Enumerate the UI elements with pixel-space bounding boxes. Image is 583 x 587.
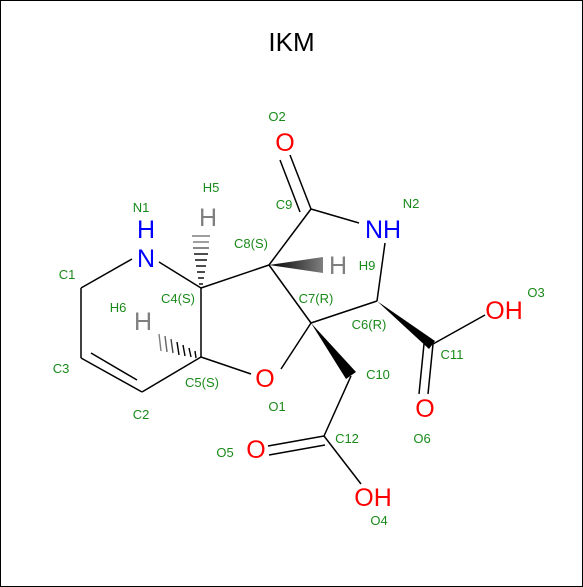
wedge-c7-c10: [311, 323, 356, 379]
label-o3: O3: [527, 285, 544, 300]
label-o1: O1: [268, 399, 285, 414]
atom-o5: O: [246, 436, 265, 464]
wedge-c6-c11: [377, 301, 435, 349]
bond-c9-o2: [289, 154, 312, 210]
bond-c9-n2: [310, 208, 360, 224]
label-n1: N1: [133, 200, 150, 215]
bond-c11-o6: [427, 343, 434, 395]
label-n2: N2: [403, 196, 420, 211]
label-h6: H6: [110, 300, 127, 315]
atom-o6: O: [415, 395, 434, 423]
bond-c12-oh4: [323, 435, 362, 485]
atom-h5: H: [199, 204, 217, 232]
label-c11: C11: [441, 347, 464, 362]
label-c3: C3: [53, 361, 70, 376]
atom-nh2: NH: [365, 216, 401, 244]
bond-c4-c8: [200, 264, 270, 289]
atom-oh4: OH: [354, 484, 392, 512]
diagram-title: IKM: [268, 27, 315, 57]
label-c1: C1: [59, 267, 76, 282]
label-c5: C5(S): [185, 375, 219, 390]
label-c8: C8(S): [234, 236, 268, 251]
bond-c12-o5: [267, 435, 325, 447]
hash-c4-h5: [192, 235, 210, 285]
bond-c11-oh3: [432, 314, 486, 345]
bond-c10-c12: [323, 375, 352, 437]
bond-c11-o6-double: [418, 343, 425, 395]
atom-h-on-n1: H: [137, 216, 155, 244]
bonds: [80, 154, 486, 485]
bond-c4-n1: [158, 261, 202, 289]
bond-o1-c7: [280, 322, 312, 370]
atom-h6: H: [134, 308, 152, 336]
label-c10: C10: [366, 367, 390, 382]
atom-symbols: N H NH O O OH O O OH H H H: [134, 129, 523, 512]
hash-c5-h6: [158, 333, 197, 359]
label-h5: H5: [203, 180, 220, 195]
label-h9: H9: [359, 258, 376, 273]
bond-c3-c2-double: [90, 352, 138, 381]
bond-c3-c2: [80, 357, 143, 393]
bond-c9-o2-double: [279, 159, 301, 213]
bond-c2-c5: [141, 356, 202, 393]
bond-c5-o1: [200, 356, 252, 375]
label-c2: C2: [133, 407, 150, 422]
bond-n2-c6: [376, 242, 386, 302]
label-c6: C6(R): [352, 317, 387, 332]
label-o5: O5: [216, 445, 233, 460]
atom-labels: C1 C2 C3 C4(S) C5(S) C6(R) C7(R) C8(S) C…: [53, 109, 545, 528]
atom-h9: H: [329, 252, 347, 280]
bond-c8-c7: [268, 264, 312, 324]
label-o6: O6: [413, 431, 430, 446]
bond-c7-c6: [310, 300, 378, 324]
bond-c12-o5-double: [268, 444, 326, 456]
bond-c8-c9: [268, 208, 312, 266]
atom-oh3: OH: [485, 297, 523, 325]
label-c7: C7(R): [299, 291, 334, 306]
label-o4: O4: [370, 513, 387, 528]
label-c12: C12: [335, 431, 359, 446]
label-c4: C4(S): [161, 291, 195, 306]
bond-n1-c1: [80, 258, 133, 289]
atom-o1: O: [255, 365, 274, 393]
atom-o2: O: [275, 129, 294, 157]
atom-n1: N: [137, 245, 155, 273]
wedge-c8-h9: [269, 257, 323, 273]
label-c9: C9: [276, 197, 293, 212]
label-o2: O2: [268, 109, 285, 124]
